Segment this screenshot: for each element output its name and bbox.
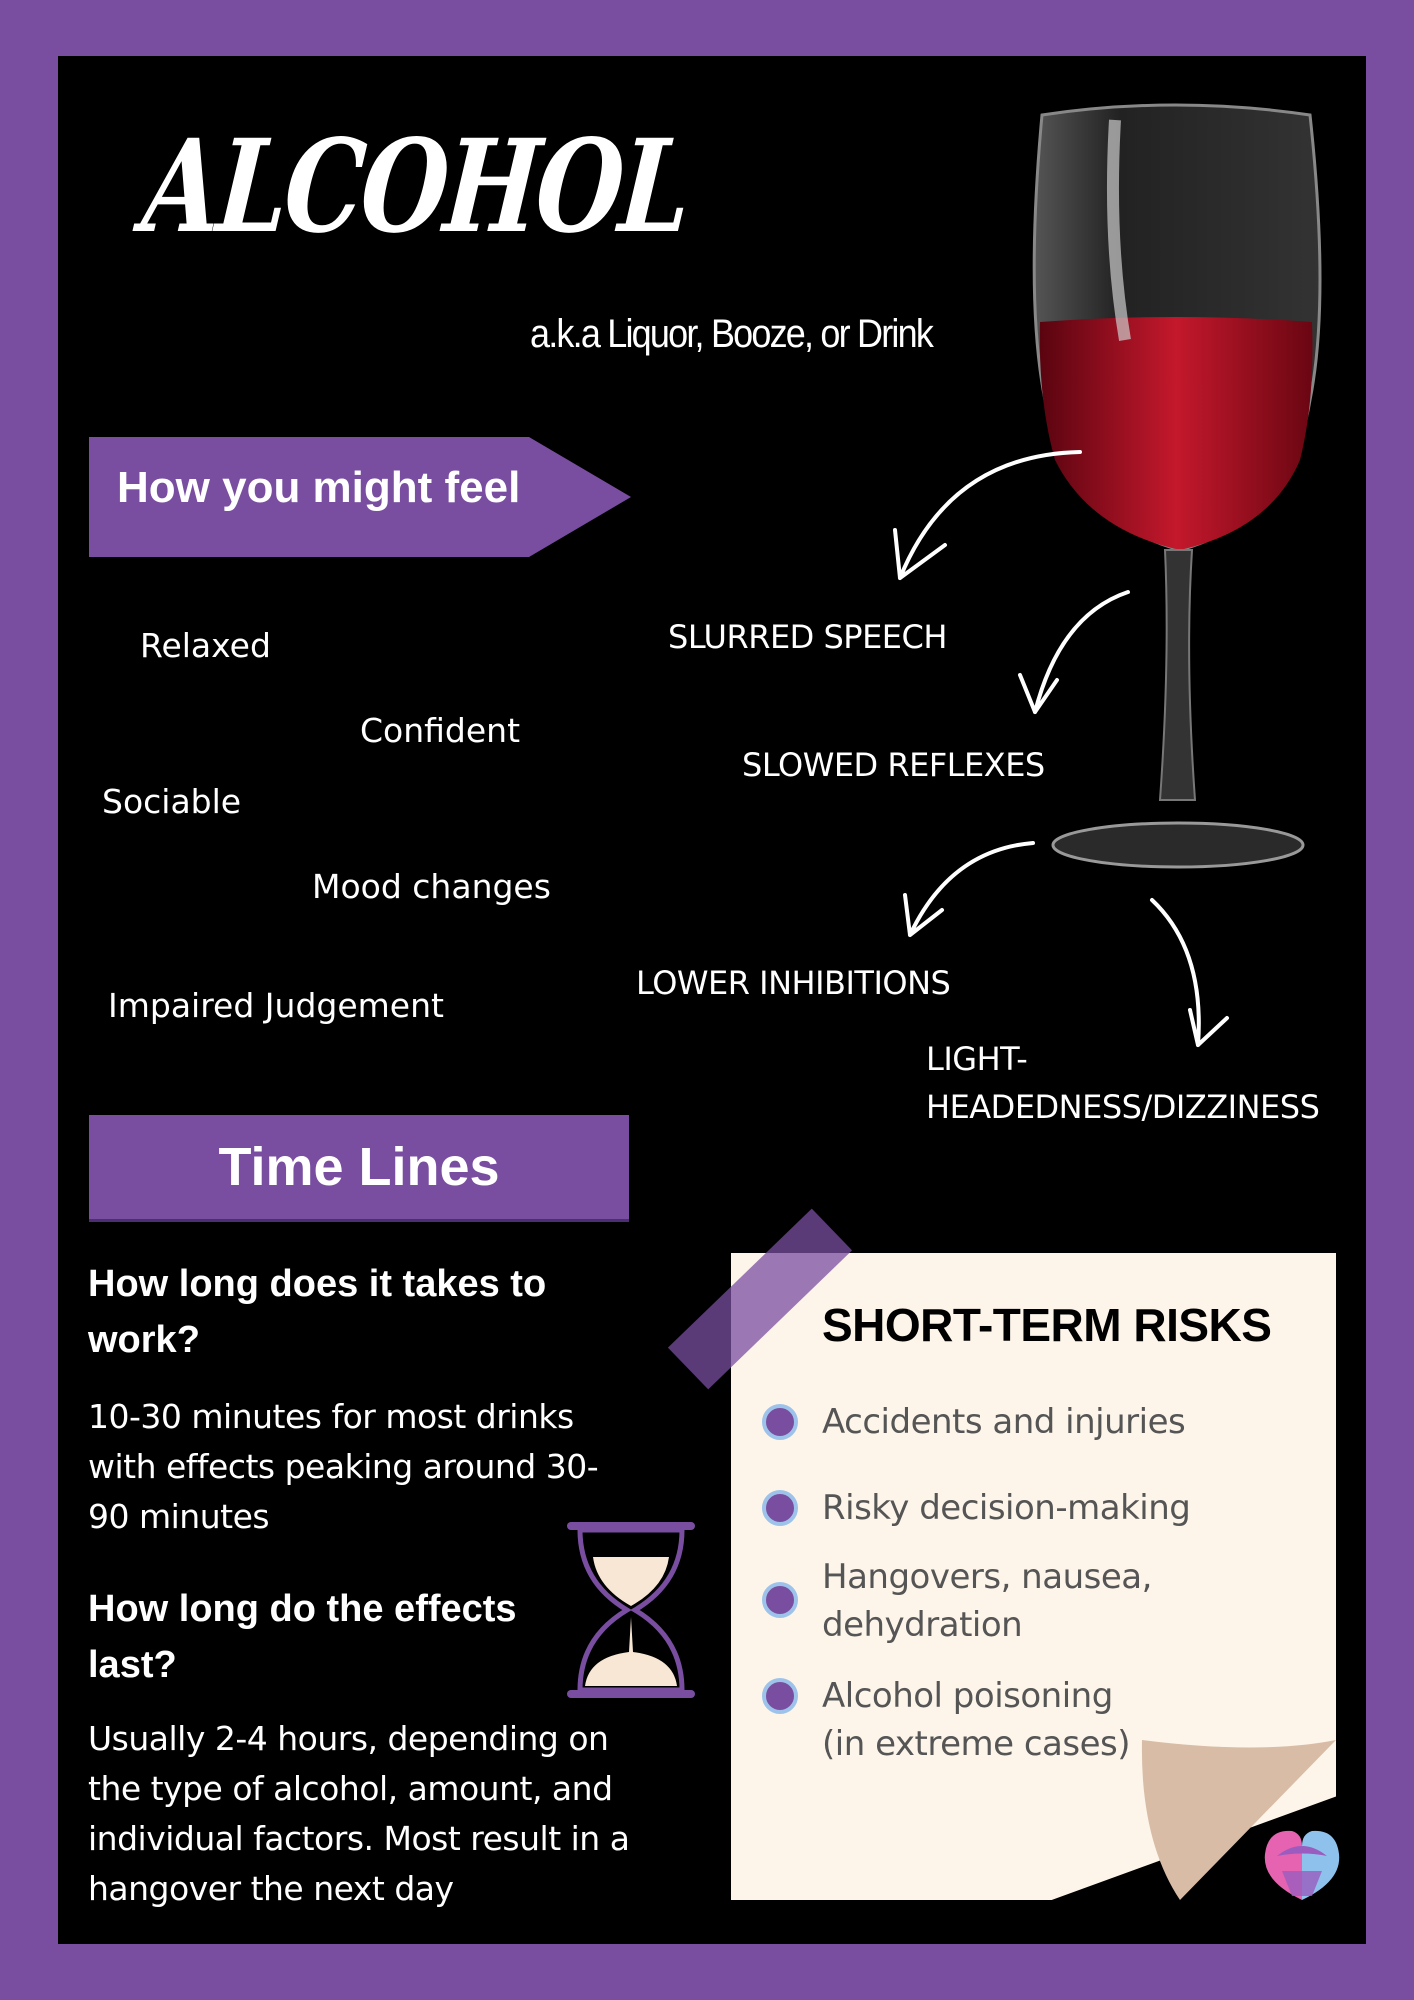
- effect-label: LOWER INHIBITIONS: [636, 964, 951, 1002]
- risks-heading: SHORT-TERM RISKS: [822, 1299, 1272, 1351]
- feel-item: Sociable: [102, 782, 242, 821]
- feel-item: Impaired Judgement: [108, 986, 444, 1025]
- bullet-icon: [762, 1404, 798, 1440]
- timelines-header: Time Lines: [89, 1115, 629, 1222]
- curved-arrow-icon: [1018, 590, 1130, 714]
- feel-item: Mood changes: [312, 867, 551, 906]
- answer-duration: Usually 2-4 hours, depending on the type…: [88, 1719, 630, 1908]
- question-onset: How long does it takes to work?: [88, 1263, 547, 1361]
- curved-arrow-icon: [893, 450, 1082, 580]
- bullet-icon: [762, 1678, 798, 1714]
- logo-heart-hands-icon: [1264, 1830, 1340, 1900]
- curved-arrow-icons: [893, 450, 1229, 1047]
- effect-label: HEADEDNESS/DIZZINESS: [926, 1088, 1320, 1126]
- aka-subtitle: a.k.a Liquor, Booze, or Drink: [530, 312, 934, 356]
- page-curl: [1141, 1740, 1336, 1900]
- feel-item: Relaxed: [140, 626, 271, 665]
- effect-label: SLOWED REFLEXES: [742, 746, 1045, 784]
- effect-label: SLURRED SPEECH: [668, 618, 947, 656]
- risk-item: Hangovers, nausea, dehydration: [822, 1557, 1152, 1645]
- curved-arrow-icon: [1150, 898, 1229, 1047]
- curved-arrow-icon: [903, 841, 1035, 937]
- question-duration: How long do the effects last?: [88, 1588, 517, 1686]
- wine-glass-icon: [1032, 103, 1322, 869]
- risk-item: Accidents and injuries: [822, 1402, 1186, 1442]
- feel-banner-arrow: [89, 437, 631, 557]
- answer-onset: 10-30 minutes for most drinks with effec…: [88, 1397, 599, 1536]
- risk-item: Alcohol poisoning (in extreme cases): [822, 1676, 1130, 1764]
- bullet-icon: [762, 1582, 798, 1618]
- feel-heading: How you might feel: [117, 463, 521, 512]
- feel-item: Confident: [360, 711, 521, 750]
- bullet-icon: [762, 1490, 798, 1526]
- hourglass-icon: [567, 1522, 695, 1698]
- effect-label: LIGHT-: [926, 1040, 1028, 1078]
- risk-item: Risky decision-making: [822, 1488, 1191, 1528]
- timelines-heading: Time Lines: [218, 1137, 500, 1197]
